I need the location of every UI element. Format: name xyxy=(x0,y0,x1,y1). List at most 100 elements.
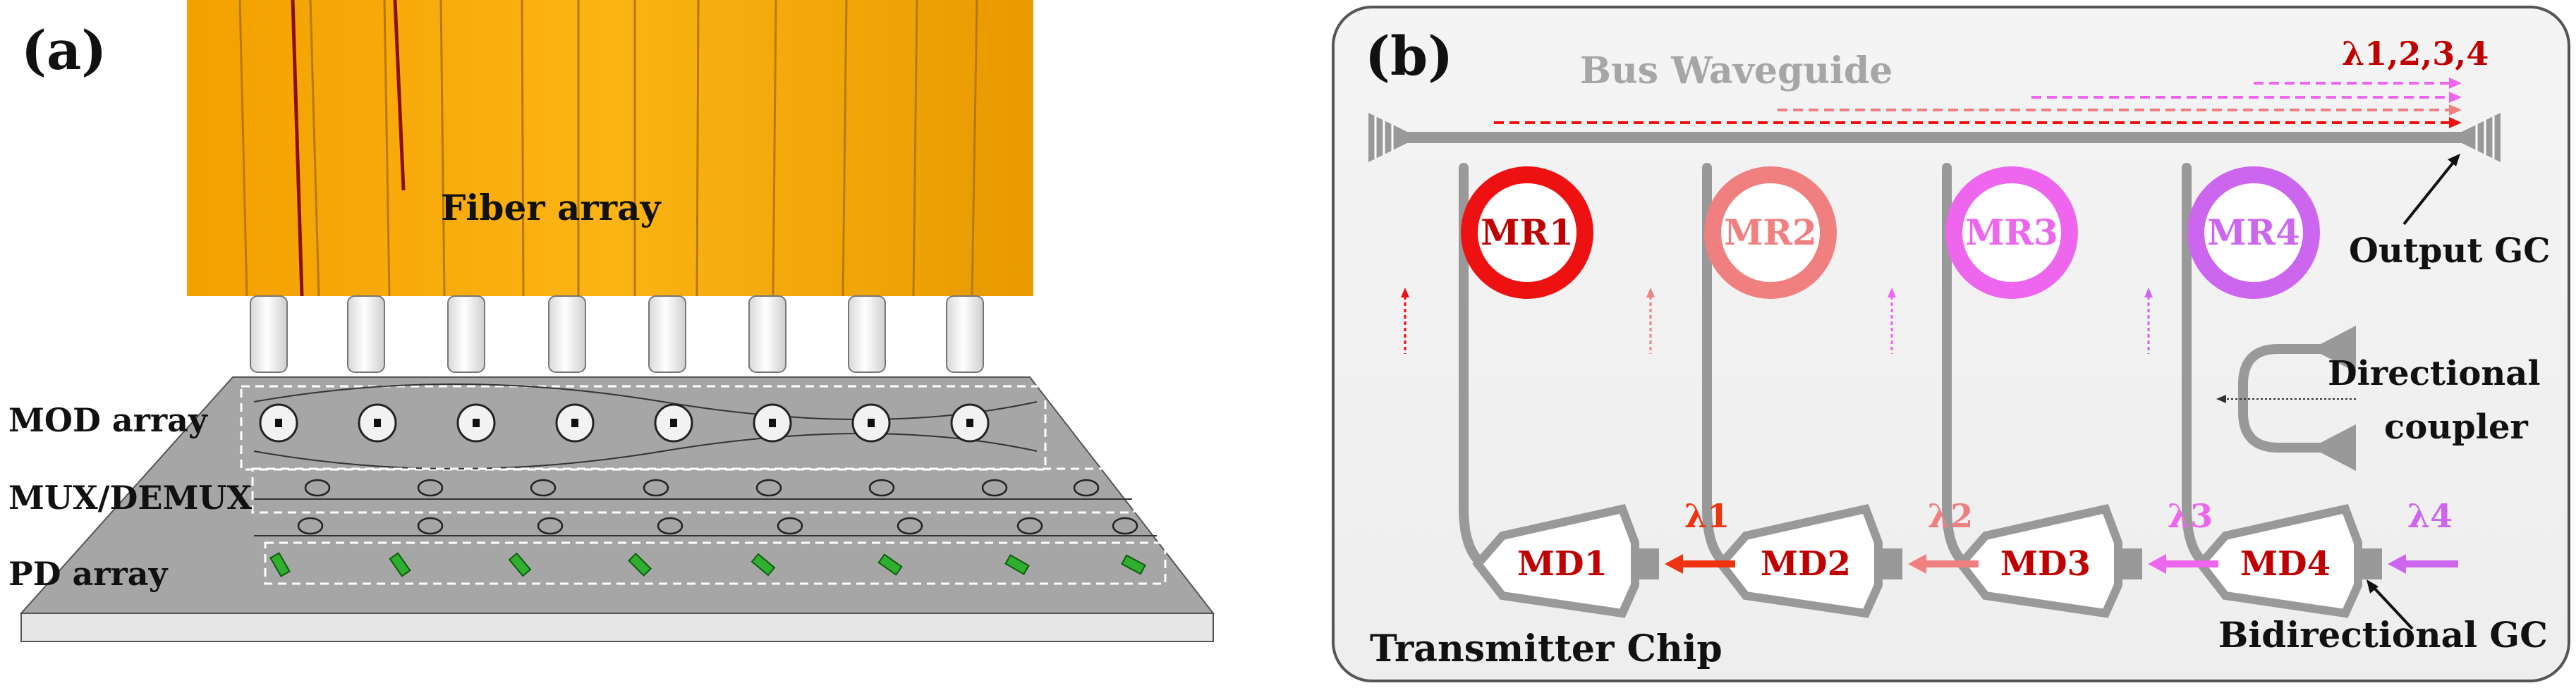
column-arrow-heads xyxy=(1401,288,2153,297)
fiber-array xyxy=(187,0,1033,297)
coupler-grating-bottom xyxy=(2321,424,2356,471)
directional-coupler-label-1: Directional xyxy=(2328,354,2541,393)
lambda-label-1: λ1 xyxy=(1684,497,1730,535)
lambda-input-arrow-head-4 xyxy=(2388,554,2406,574)
output-gc-pointer xyxy=(2402,159,2456,226)
input-grating xyxy=(1368,113,1407,162)
microring-2 xyxy=(1704,166,1837,299)
output-gc-label: Output GC xyxy=(2349,231,2550,271)
mux-demux xyxy=(251,467,1157,536)
grating-1 xyxy=(1638,548,1659,579)
lambda-all-label: λ1,2,3,4 xyxy=(2342,35,2489,73)
bus-arrow-heads xyxy=(2449,78,2462,128)
mux-ring xyxy=(304,479,331,497)
modulator-pad xyxy=(769,419,776,427)
ferrule xyxy=(748,295,786,373)
mux-demux-box xyxy=(251,467,1136,514)
grating-4 xyxy=(2361,548,2382,579)
ferrule xyxy=(946,295,984,373)
bidirectional-gc-pointer xyxy=(2370,584,2414,630)
modulator-pad xyxy=(473,419,480,427)
mux-demux-label: MUX/DEMUX xyxy=(8,479,253,517)
bidirectional-gc-pointer-head xyxy=(2367,579,2378,594)
lambda-input-arrow-head-1 xyxy=(1665,554,1683,574)
modulator-pad xyxy=(275,419,282,427)
transmitter-chip-label: Transmitter Chip xyxy=(1370,627,1723,670)
mux-ring xyxy=(868,479,895,497)
mux-ring xyxy=(643,479,669,497)
microring-label-2: MR2 xyxy=(1724,211,1817,253)
ferrules xyxy=(250,295,984,373)
detector-gratings xyxy=(1638,548,2382,579)
modulator-pad xyxy=(966,419,973,427)
directional-coupler xyxy=(2216,326,2356,471)
detector-label-4: MD4 xyxy=(2240,544,2331,584)
microring-1 xyxy=(1461,166,1593,299)
panel-b-tag: (b) xyxy=(1365,25,1453,87)
column-arrows xyxy=(1404,296,2150,354)
grating-3 xyxy=(2121,548,2142,579)
mux-ring xyxy=(981,479,1008,497)
photodiode xyxy=(877,553,903,576)
panel-a: (a) xyxy=(8,0,1215,642)
mod-array-label: MOD array xyxy=(8,401,208,439)
detector-bodies xyxy=(1472,504,2362,618)
mux-ring xyxy=(417,479,444,497)
fiber-seams xyxy=(238,0,978,297)
lambda-input-arrow-head-3 xyxy=(2148,554,2166,574)
lambda-label-4: λ4 xyxy=(2407,497,2453,535)
pd-array xyxy=(264,541,1167,585)
demux-ring xyxy=(1112,517,1138,535)
panel-b: (b) Bus Waveguide λ1,2,3,4 xyxy=(1332,6,2570,682)
bidirectional-gc-label: Bidirectional GC xyxy=(2218,614,2548,656)
fiber-array-label: Fiber array xyxy=(441,187,662,228)
photodiode xyxy=(389,552,411,577)
demux-ring xyxy=(897,517,923,535)
coupler-loop xyxy=(2238,344,2279,453)
fiber-cores xyxy=(291,0,406,297)
microring-3 xyxy=(1945,166,2078,299)
coupler-pointer-head xyxy=(2216,395,2226,403)
mux-ring xyxy=(530,479,557,497)
ferrule xyxy=(347,295,385,373)
lambda-input-arrow-head-2 xyxy=(1908,554,1926,574)
ferrule xyxy=(447,295,485,373)
chip-base-edge xyxy=(20,613,1214,642)
detector-label-2: MD2 xyxy=(1761,544,1851,584)
md4-body xyxy=(2195,504,2362,618)
lambda-label-2: λ2 xyxy=(1928,497,1973,535)
demux-ring xyxy=(537,517,564,535)
mod-array-box xyxy=(240,385,1047,471)
photodiode xyxy=(1004,554,1030,575)
ferrule xyxy=(848,295,886,373)
demux-ring xyxy=(657,517,684,535)
microring-label-1: MR1 xyxy=(1481,211,1574,253)
microring-4 xyxy=(2187,166,2320,299)
modulator-pad xyxy=(868,419,875,427)
photodiode xyxy=(269,552,291,577)
mux-ring xyxy=(755,479,782,497)
microring-label-3: MR3 xyxy=(1965,211,2058,253)
pd-array-box xyxy=(264,541,1167,585)
demux-ring xyxy=(297,517,324,535)
md3-body xyxy=(1955,504,2122,618)
modulator-pad xyxy=(571,419,578,427)
panel-a-tag: (a) xyxy=(21,19,107,82)
ferrule xyxy=(250,295,288,373)
detector-label-1: MD1 xyxy=(1517,544,1608,584)
ferrule xyxy=(548,295,586,373)
photodiode xyxy=(508,552,532,577)
fiber-block xyxy=(187,0,1033,296)
demux-ring xyxy=(1016,517,1043,535)
demux-ring xyxy=(417,517,444,535)
bus-waveguide-label: Bus Waveguide xyxy=(1580,49,1892,92)
directional-coupler-label-2: coupler xyxy=(2384,407,2528,447)
microring-label-4: MR4 xyxy=(2207,211,2300,253)
modulator-pad xyxy=(374,419,381,427)
photodiode xyxy=(1121,554,1146,575)
output-gc-pointer-head xyxy=(2448,154,2460,166)
chip-surface xyxy=(19,376,1215,614)
coupler-grating-top xyxy=(2321,326,2356,372)
